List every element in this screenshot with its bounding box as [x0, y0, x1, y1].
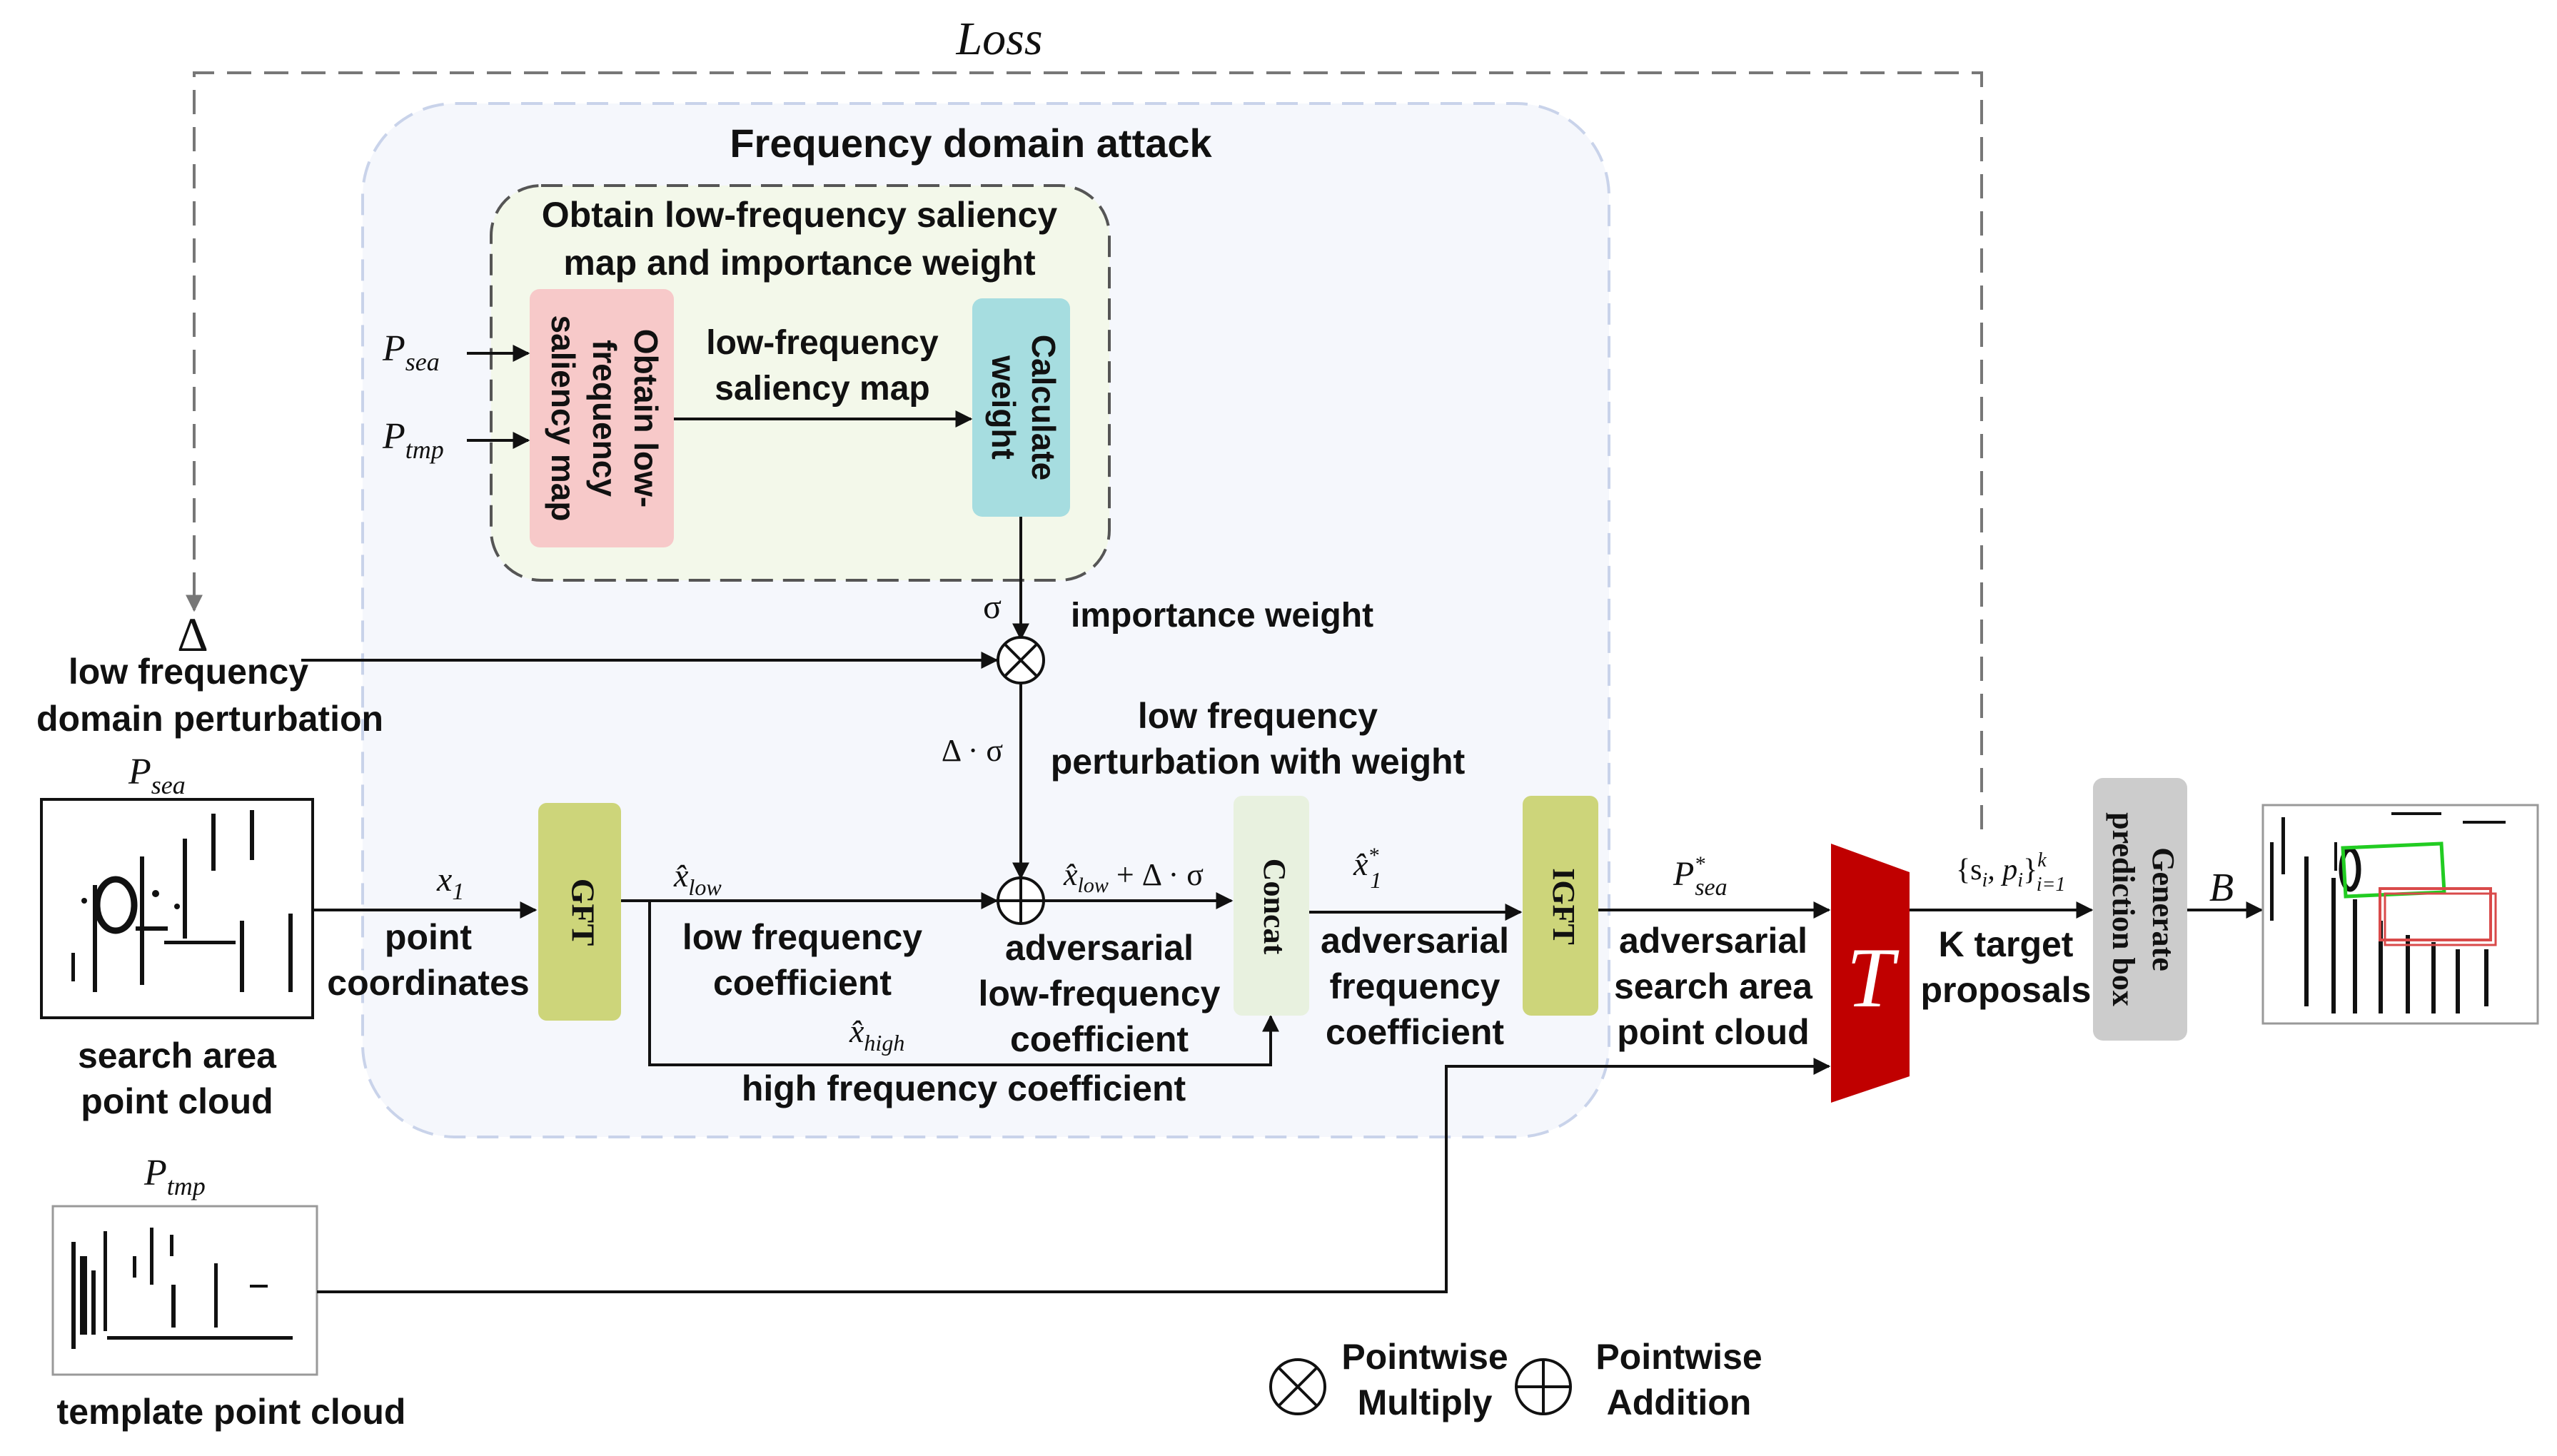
search-caption-line1: search area [78, 1036, 277, 1076]
importance-weight-label: importance weight [1071, 597, 1373, 635]
point-coords-line2: coordinates [327, 963, 529, 1003]
template-to-tracker-path [317, 1065, 1813, 1293]
saliency-title-line1: Obtain low-frequency saliency [542, 195, 1058, 235]
sum-expr-label: x̂low + Δ · σ [1063, 857, 1204, 897]
legend-addition-line1: Pointwise [1595, 1337, 1762, 1377]
x1-star-label: x̂*1 [1353, 844, 1381, 893]
obtain-line2: frequency [586, 340, 623, 497]
adv-low-line2: low-frequency [979, 974, 1221, 1013]
obtain-line3: saliency map [545, 315, 582, 522]
loss-feedback-path [193, 71, 1983, 829]
calculate-weight-block [972, 298, 1070, 517]
multiply-node [997, 636, 1045, 684]
calc-text: Calculate weight [985, 335, 1062, 481]
adv-low-line3: coefficient [1010, 1019, 1189, 1059]
calc-line2: weight [985, 355, 1022, 460]
result-thumbnail [2261, 804, 2539, 1025]
high-coef-label: high frequency coefficient [742, 1068, 1186, 1108]
low-coef-line2: coefficient [713, 963, 892, 1003]
legend-addition-line2: Addition [1607, 1382, 1752, 1422]
k-target-line2: proposals [1921, 970, 2092, 1010]
sigma-label: σ [983, 588, 1002, 626]
low-coef-line1: low frequency [682, 917, 922, 957]
saliency-title-line2: map and importance weight [563, 243, 1036, 283]
delta-sigma-label: Δ · σ [942, 733, 1004, 768]
b-label: B [2209, 866, 2234, 910]
legend-multiply-line2: Multiply [1358, 1382, 1493, 1422]
igft-label: IGFT [1546, 868, 1581, 945]
high-coef-path [648, 901, 1272, 1066]
loss-label: Loss [955, 13, 1042, 65]
adv-search-line3: point cloud [1617, 1012, 1809, 1052]
gft-block [538, 803, 621, 1021]
obtain-saliency-block [530, 289, 674, 547]
legend-addition-icon [1515, 1358, 1572, 1415]
psea-thumb-label: Psea [128, 752, 186, 799]
tracker-block [1831, 844, 1910, 1103]
weighted-perturbation-line2: perturbation with weight [1051, 742, 1466, 782]
template-thumbnail [51, 1205, 318, 1376]
calc-line1: Calculate [1025, 335, 1062, 481]
saliency-map-label-line1: low-frequency [706, 324, 939, 362]
saliency-map-label-line2: saliency map [715, 370, 930, 408]
k-target-line1: K target [1939, 924, 2074, 964]
igft-block [1523, 796, 1598, 1016]
obtain-saliency-text: Obtain low- frequency saliency map [545, 315, 665, 522]
adv-search-line1: adversarial [1619, 921, 1807, 961]
tracker-label: T [1847, 930, 1900, 1025]
adv-search-line2: search area [1614, 966, 1813, 1006]
search-area-thumbnail [40, 798, 314, 1019]
xlow-label: x̂low [673, 857, 722, 900]
delta-symbol: Δ [177, 607, 208, 662]
xhigh-label: x̂high [849, 1013, 904, 1056]
concat-label: Concat [1257, 859, 1292, 955]
ptmp-thumb-label: Ptmp [143, 1153, 206, 1200]
generate-line1: Generate [2146, 847, 2181, 971]
psea-star-label: P*sea [1673, 852, 1728, 901]
search-caption-line2: point cloud [81, 1081, 273, 1121]
legend-multiply-line1: Pointwise [1341, 1337, 1508, 1377]
legend-multiply-icon [1269, 1358, 1326, 1415]
adv-freq-line3: coefficient [1326, 1012, 1504, 1052]
concat-block [1234, 796, 1309, 1016]
template-caption: template point cloud [57, 1392, 406, 1432]
generate-line2: prediction box [2106, 812, 2141, 1006]
x1-label: x1 [436, 861, 464, 905]
point-coords-line1: point [385, 917, 473, 957]
adv-freq-line2: frequency [1330, 966, 1501, 1006]
obtain-line1: Obtain low- [627, 329, 665, 507]
adv-low-line1: adversarial [1005, 928, 1194, 968]
fda-title: Frequency domain attack [730, 121, 1212, 166]
generate-box-block [2093, 778, 2187, 1041]
ptmp-in-label: Ptmp [382, 416, 444, 464]
addition-node [997, 876, 1045, 925]
gft-label: GFT [565, 879, 601, 946]
delta-label-line2: domain perturbation [36, 699, 383, 739]
adv-freq-line1: adversarial [1321, 921, 1509, 961]
delta-label-line1: low frequency [69, 652, 308, 692]
psea-in-label: Psea [382, 328, 440, 376]
weighted-perturbation-line1: low frequency [1138, 696, 1378, 736]
